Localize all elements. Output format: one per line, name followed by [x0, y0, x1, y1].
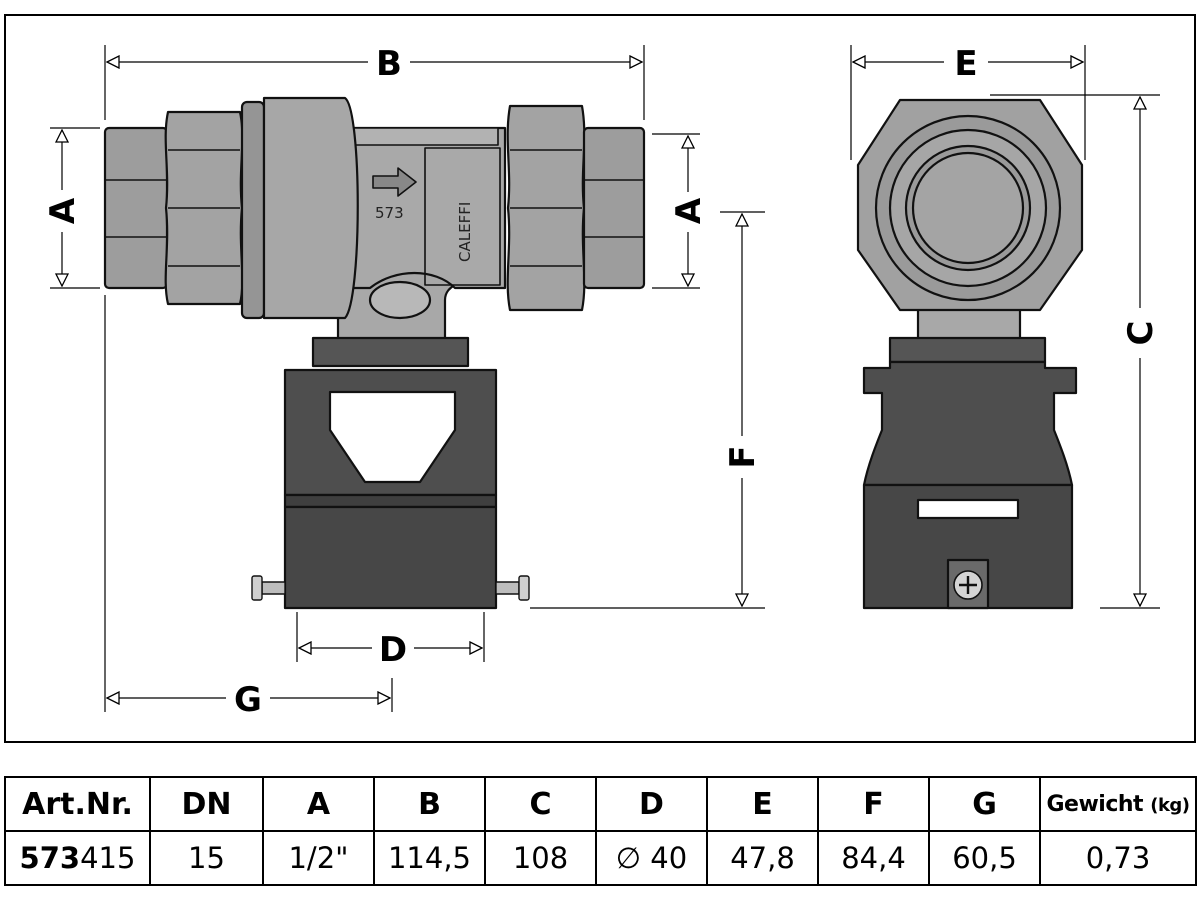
header-a: A [262, 776, 375, 832]
spec-header-row: Art.Nr. DN A B C D E F G Gewicht (kg) [4, 776, 1197, 832]
side-face-core [911, 151, 1025, 265]
header-f: F [817, 776, 930, 832]
left-collar [240, 100, 266, 320]
side-actuator-slot [916, 498, 1020, 520]
actuator-collar [311, 336, 470, 368]
technical-drawing: 573 CALEFFI [4, 14, 1196, 743]
header-c: C [484, 776, 597, 832]
valve-body-panel [424, 147, 501, 286]
header-g: G [928, 776, 1041, 832]
cell-b: 114,5 [373, 830, 486, 886]
side-actuator-collar [888, 336, 1047, 364]
side-view [856, 98, 1084, 610]
cell-d: ∅ 40 [595, 830, 708, 886]
cell-weight: 0,73 [1039, 830, 1197, 886]
right-pipe-end [582, 126, 646, 290]
dim-label-g: G [234, 680, 262, 720]
left-screw-icon [251, 575, 286, 601]
front-view [103, 96, 646, 610]
art-nr-suffix: 415 [80, 841, 136, 875]
header-weight: Gewicht (kg) [1039, 776, 1197, 832]
valve-body-top [344, 127, 499, 146]
cell-dn: 15 [149, 830, 264, 886]
cell-e: 47,8 [706, 830, 819, 886]
header-b: B [373, 776, 486, 832]
spec-data-row: 573415 15 1/2" 114,5 108 ∅ 40 47,8 84,4 … [4, 830, 1197, 886]
header-dn: DN [149, 776, 264, 832]
valve-brand-marking: CALEFFI [456, 202, 474, 262]
dim-label-c: C [1121, 321, 1161, 346]
flow-arrow-icon [372, 167, 417, 197]
side-actuator-base [862, 483, 1074, 610]
art-nr-prefix: 573 [19, 841, 81, 875]
header-d: D [595, 776, 708, 832]
valve-model-marking: 573 [375, 204, 404, 222]
cell-c: 108 [484, 830, 597, 886]
dim-label-a-left: A [43, 197, 83, 224]
drawing-frame [4, 14, 1196, 743]
right-screw-icon [495, 575, 530, 601]
dimension-lines [50, 45, 1160, 712]
outlet-stem-face [368, 280, 432, 320]
actuator-band [283, 493, 498, 509]
actuator-window [328, 390, 457, 484]
header-art-nr: Art.Nr. [4, 776, 151, 832]
left-shoulder [262, 96, 359, 320]
specification-table: Art.Nr. DN A B C D E F G Gewicht (kg) 57… [4, 776, 1197, 886]
cell-f: 84,4 [817, 830, 930, 886]
dim-label-f: F [723, 445, 763, 468]
cell-a: 1/2" [262, 830, 375, 886]
header-e: E [706, 776, 819, 832]
actuator-base [283, 505, 498, 610]
header-weight-label: Gewicht [1046, 791, 1144, 817]
header-weight-unit: (kg) [1150, 794, 1190, 816]
phillips-screw-icon [953, 570, 983, 600]
dim-label-a-right: A [669, 197, 709, 224]
left-pipe-end [103, 126, 169, 290]
dim-label-b: B [376, 44, 402, 84]
cell-art-nr: 573415 [4, 830, 151, 886]
side-actuator-top [862, 360, 1078, 487]
dim-label-d: D [379, 630, 407, 670]
cell-g: 60,5 [928, 830, 1041, 886]
dim-label-e: E [954, 44, 977, 84]
